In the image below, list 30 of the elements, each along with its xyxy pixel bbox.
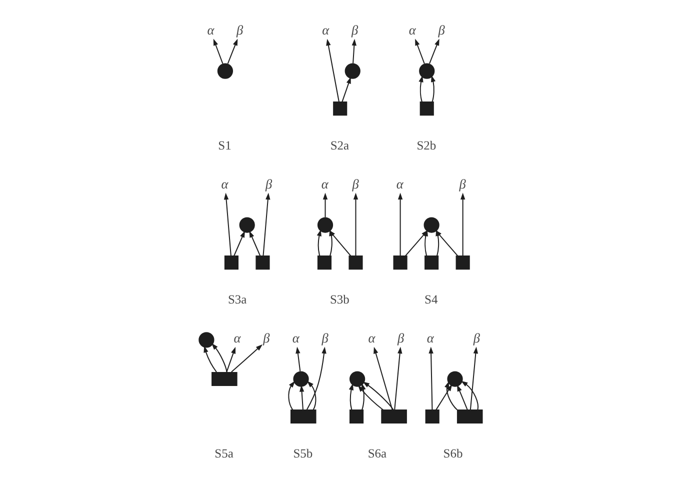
- node-text: α: [408, 22, 416, 38]
- node-text: α: [368, 330, 376, 346]
- node-text: β: [263, 330, 270, 346]
- node-text: α: [234, 330, 241, 346]
- label: S4: [424, 292, 438, 306]
- node-text: β: [236, 22, 244, 38]
- label: S6b: [443, 446, 463, 460]
- label: S6a: [368, 446, 387, 460]
- node-text: β: [438, 22, 445, 38]
- node-text: α: [322, 22, 330, 38]
- node-text: β: [398, 330, 404, 346]
- node-text: β: [459, 176, 466, 192]
- node-text: β: [351, 22, 358, 38]
- node-text: β: [473, 330, 480, 346]
- label: S5a: [214, 446, 234, 460]
- label: S3a: [228, 292, 247, 306]
- node-text: α: [221, 176, 228, 192]
- label: S5b: [293, 446, 313, 460]
- label: S3b: [330, 292, 350, 306]
- node-text: α: [396, 176, 404, 192]
- node-text: α: [321, 176, 328, 192]
- node-text: β: [265, 176, 272, 192]
- node-text: α: [207, 22, 214, 38]
- node-text: β: [352, 176, 359, 192]
- node-text: α: [292, 330, 300, 346]
- node-text: β: [322, 330, 328, 346]
- label: S2a: [330, 138, 350, 152]
- node-text: α: [426, 330, 434, 346]
- label: S2b: [416, 138, 436, 152]
- label: S1: [218, 138, 232, 152]
